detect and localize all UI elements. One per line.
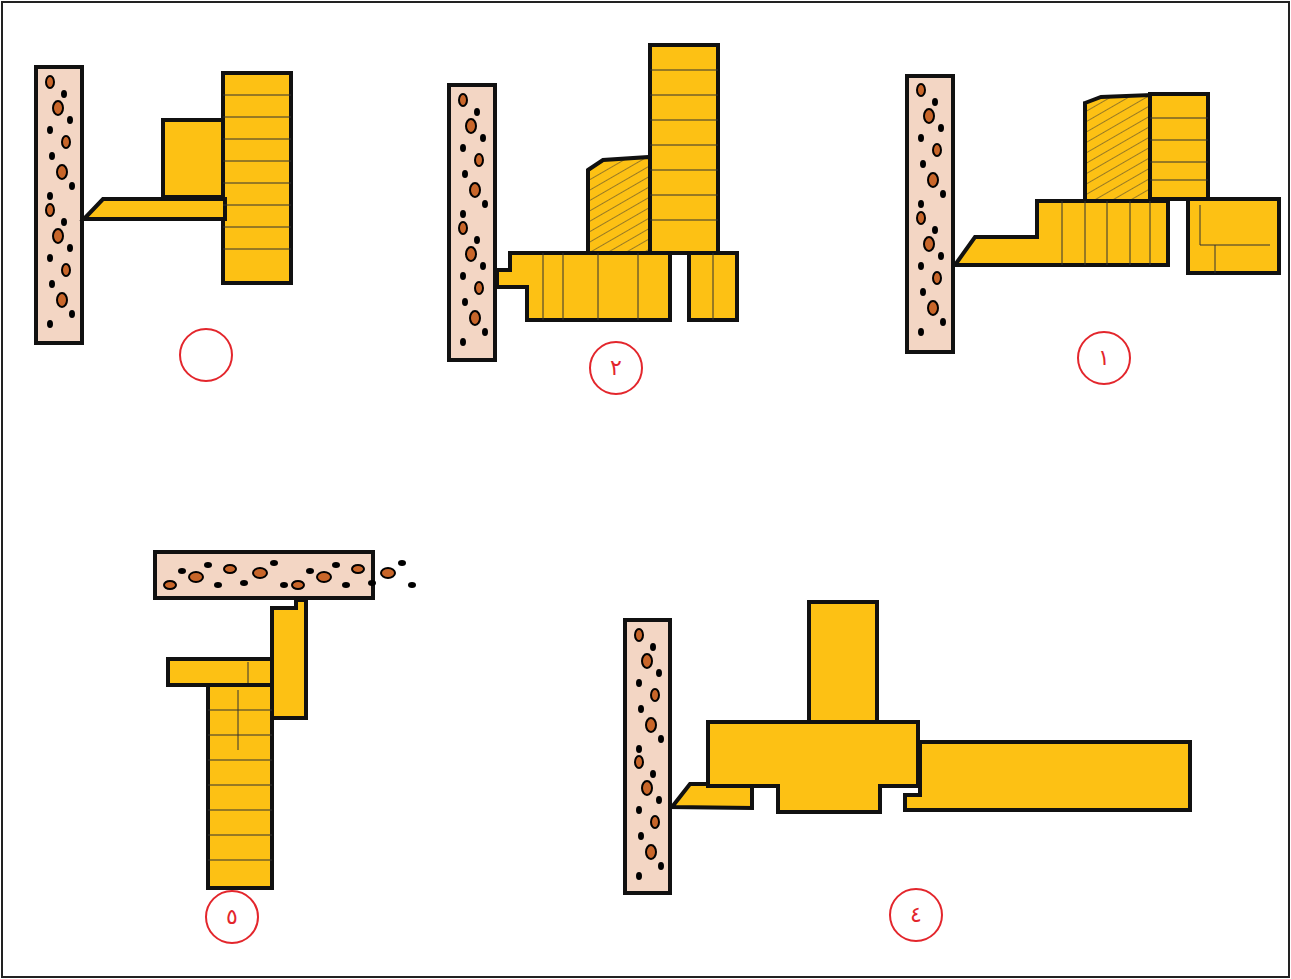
callout-circle: ١ <box>1077 331 1131 385</box>
callout-circle: ٥ <box>205 890 259 944</box>
callout-number: ٤ <box>910 904 922 926</box>
callout-number: ٥ <box>226 906 238 928</box>
callout-circle: ٤ <box>889 888 943 942</box>
callout-number: ٢ <box>610 357 622 379</box>
callout-number: ١ <box>1098 347 1110 369</box>
callout-circle: ٢ <box>589 341 643 395</box>
